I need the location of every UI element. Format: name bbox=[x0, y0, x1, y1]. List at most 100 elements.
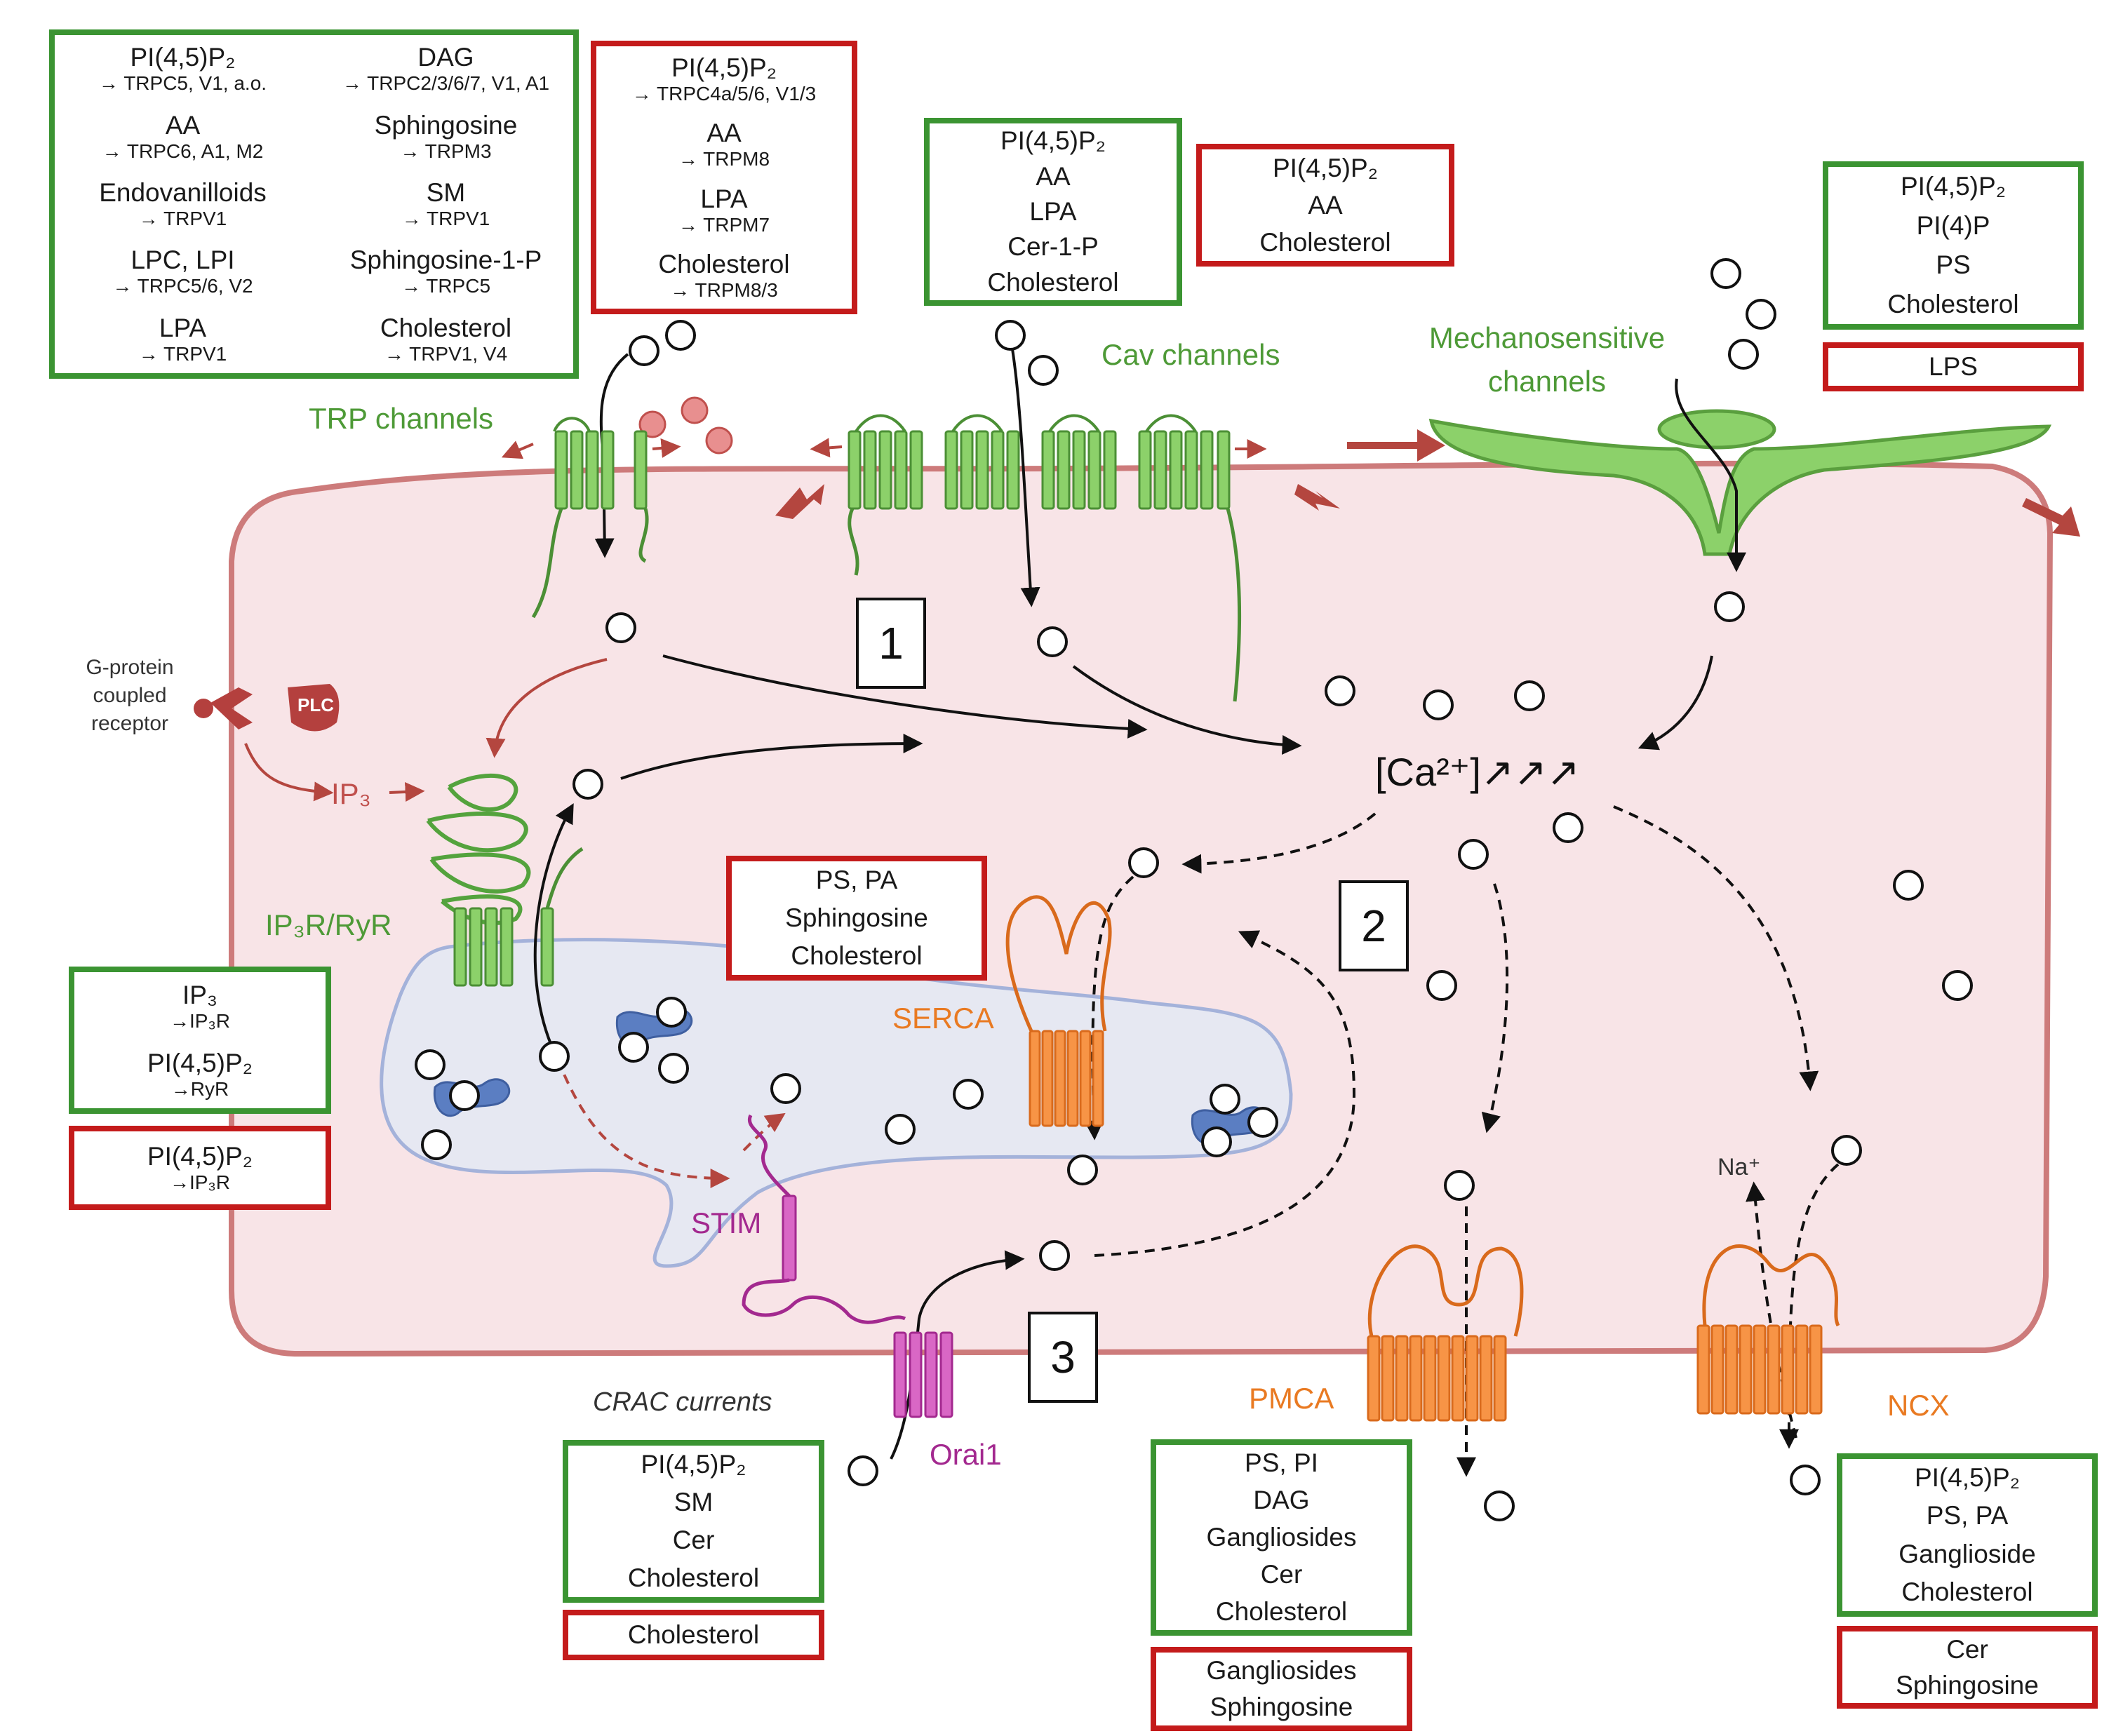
stim-er-domain bbox=[747, 1114, 791, 1197]
pmca-loop bbox=[1367, 1244, 1524, 1337]
helix-segment bbox=[1184, 430, 1198, 510]
cav-loop bbox=[951, 414, 1003, 433]
lipid-name: DAG bbox=[1253, 1486, 1310, 1515]
calcium-ion bbox=[618, 1032, 649, 1063]
lipid-name: Cholesterol bbox=[987, 267, 1119, 297]
helix-segment bbox=[848, 430, 862, 510]
crac-currents-label: CRAC currents bbox=[593, 1387, 772, 1417]
lipid-name: PS, PA bbox=[815, 866, 898, 894]
lipid-entry: AA→ TRPC6, A1, M2 bbox=[102, 111, 264, 163]
lipid-name: PI(4,5)P₂ bbox=[671, 53, 777, 82]
helix-segment bbox=[1724, 1324, 1739, 1415]
channel-target: → TRPC4a/5/6, V1/3 bbox=[631, 82, 817, 105]
cav-tail bbox=[1226, 508, 1242, 702]
crac-inhibitor-box: Cholesterol bbox=[563, 1610, 824, 1660]
calcium-ion bbox=[885, 1114, 916, 1145]
calcium-ion bbox=[1514, 680, 1545, 711]
lipid-entry: LPA→ TRPV1 bbox=[139, 314, 227, 365]
lipid-entry: PI(4,5)P₂→IP₃R bbox=[147, 1142, 253, 1194]
endoplasmic-reticulum bbox=[380, 938, 1293, 1268]
helix-segment bbox=[634, 430, 648, 510]
calcium-ion bbox=[539, 1041, 570, 1072]
calcium-ion bbox=[1037, 626, 1068, 657]
lipid-entry: Cholesterol→ TRPV1, V4 bbox=[380, 314, 511, 365]
helix-segment bbox=[1041, 430, 1055, 510]
helix-segment bbox=[540, 907, 554, 987]
lipid-name: Cholesterol bbox=[380, 313, 512, 342]
calcium-ion bbox=[449, 1080, 480, 1111]
plc-enzyme bbox=[288, 684, 340, 732]
ncx-label: NCX bbox=[1887, 1389, 1950, 1422]
lipid-name: Cholesterol bbox=[627, 1620, 760, 1649]
sodium-label: Na⁺ bbox=[1717, 1154, 1761, 1180]
serca-pump bbox=[1029, 1030, 1104, 1127]
helix-segment bbox=[1753, 1324, 1767, 1415]
ncx-exchanger bbox=[1696, 1324, 1823, 1415]
serca-label: SERCA bbox=[892, 1002, 994, 1035]
calcium-ion bbox=[1484, 1491, 1515, 1521]
plc-label: PLC bbox=[297, 694, 334, 715]
step-number-2: 2 bbox=[1339, 880, 1409, 971]
helix-segment bbox=[1072, 430, 1086, 510]
calcium-ion bbox=[1247, 1107, 1278, 1138]
cav-domain bbox=[1138, 430, 1214, 510]
lipid-entry: AA→ TRPM8 bbox=[678, 119, 770, 170]
helix-segment bbox=[1057, 430, 1071, 510]
lipid-name: Sphingosine bbox=[1210, 1693, 1353, 1721]
serca-loop bbox=[1005, 895, 1112, 1032]
lipid-name: AA bbox=[1308, 190, 1343, 220]
lipid-name: PI(4,5)P₂ bbox=[130, 43, 236, 72]
orai1-channel bbox=[893, 1331, 953, 1418]
trp-channel-helix bbox=[634, 430, 648, 510]
lipid-name: PS bbox=[1936, 250, 1971, 279]
lipid-name: Cholesterol bbox=[1901, 1577, 2033, 1606]
helix-segment bbox=[1169, 430, 1183, 510]
calcium-ion bbox=[953, 1079, 984, 1110]
channel-target: → TRPV1 bbox=[401, 207, 490, 229]
calcium-ion bbox=[1710, 258, 1741, 289]
helix-segment bbox=[469, 907, 483, 987]
gpcr-label-line2: coupled bbox=[93, 684, 167, 707]
lipid-entry: Sphingosine→ TRPM3 bbox=[375, 111, 518, 163]
mechano-label-line1: Mechanosensitive bbox=[1428, 321, 1666, 354]
cav-domain bbox=[1041, 430, 1117, 510]
calcium-ion bbox=[995, 320, 1026, 351]
lipid-entry: SM→ TRPV1 bbox=[402, 178, 490, 230]
helix-segment bbox=[975, 430, 989, 510]
lipid-name: IP₃ bbox=[182, 980, 217, 1009]
helix-segment bbox=[585, 430, 599, 510]
lipid-name: Cer-1-P bbox=[1007, 232, 1099, 262]
helix-segment bbox=[1006, 430, 1020, 510]
calcium-concentration-label: [Ca²⁺]↗↗↗ bbox=[1375, 750, 1580, 794]
lipid-name: LPA bbox=[700, 184, 748, 213]
helix-segment bbox=[909, 430, 923, 510]
helix-segment bbox=[554, 430, 568, 510]
helix-segment bbox=[1395, 1335, 1409, 1422]
lipid-name: DAG bbox=[417, 43, 474, 72]
step-number-3: 3 bbox=[1028, 1312, 1098, 1403]
calcium-ion bbox=[1325, 675, 1355, 706]
calcium-ion bbox=[1714, 591, 1745, 622]
calcium-ion bbox=[1728, 339, 1759, 370]
lipid-entry: Sphingosine-1-P→ TRPC5 bbox=[350, 245, 542, 297]
lipid-entry: Endovanilloids→ TRPV1 bbox=[99, 178, 267, 230]
helix-segment bbox=[1217, 430, 1231, 510]
lipid-name: Ganglioside bbox=[1898, 1539, 2036, 1568]
lipid-name: Sphingosine bbox=[1896, 1670, 2039, 1700]
calcium-ion bbox=[1831, 1135, 1862, 1166]
cav-tail bbox=[848, 508, 859, 576]
lipid-entry: IP₃→IP₃R bbox=[170, 981, 230, 1032]
calcium-ion bbox=[1423, 689, 1454, 720]
helix-segment bbox=[893, 1331, 907, 1418]
cav-domain bbox=[944, 430, 1020, 510]
calcium-ion bbox=[1039, 1240, 1070, 1271]
ip3r-helix bbox=[540, 907, 554, 987]
trp-channel bbox=[554, 430, 615, 510]
